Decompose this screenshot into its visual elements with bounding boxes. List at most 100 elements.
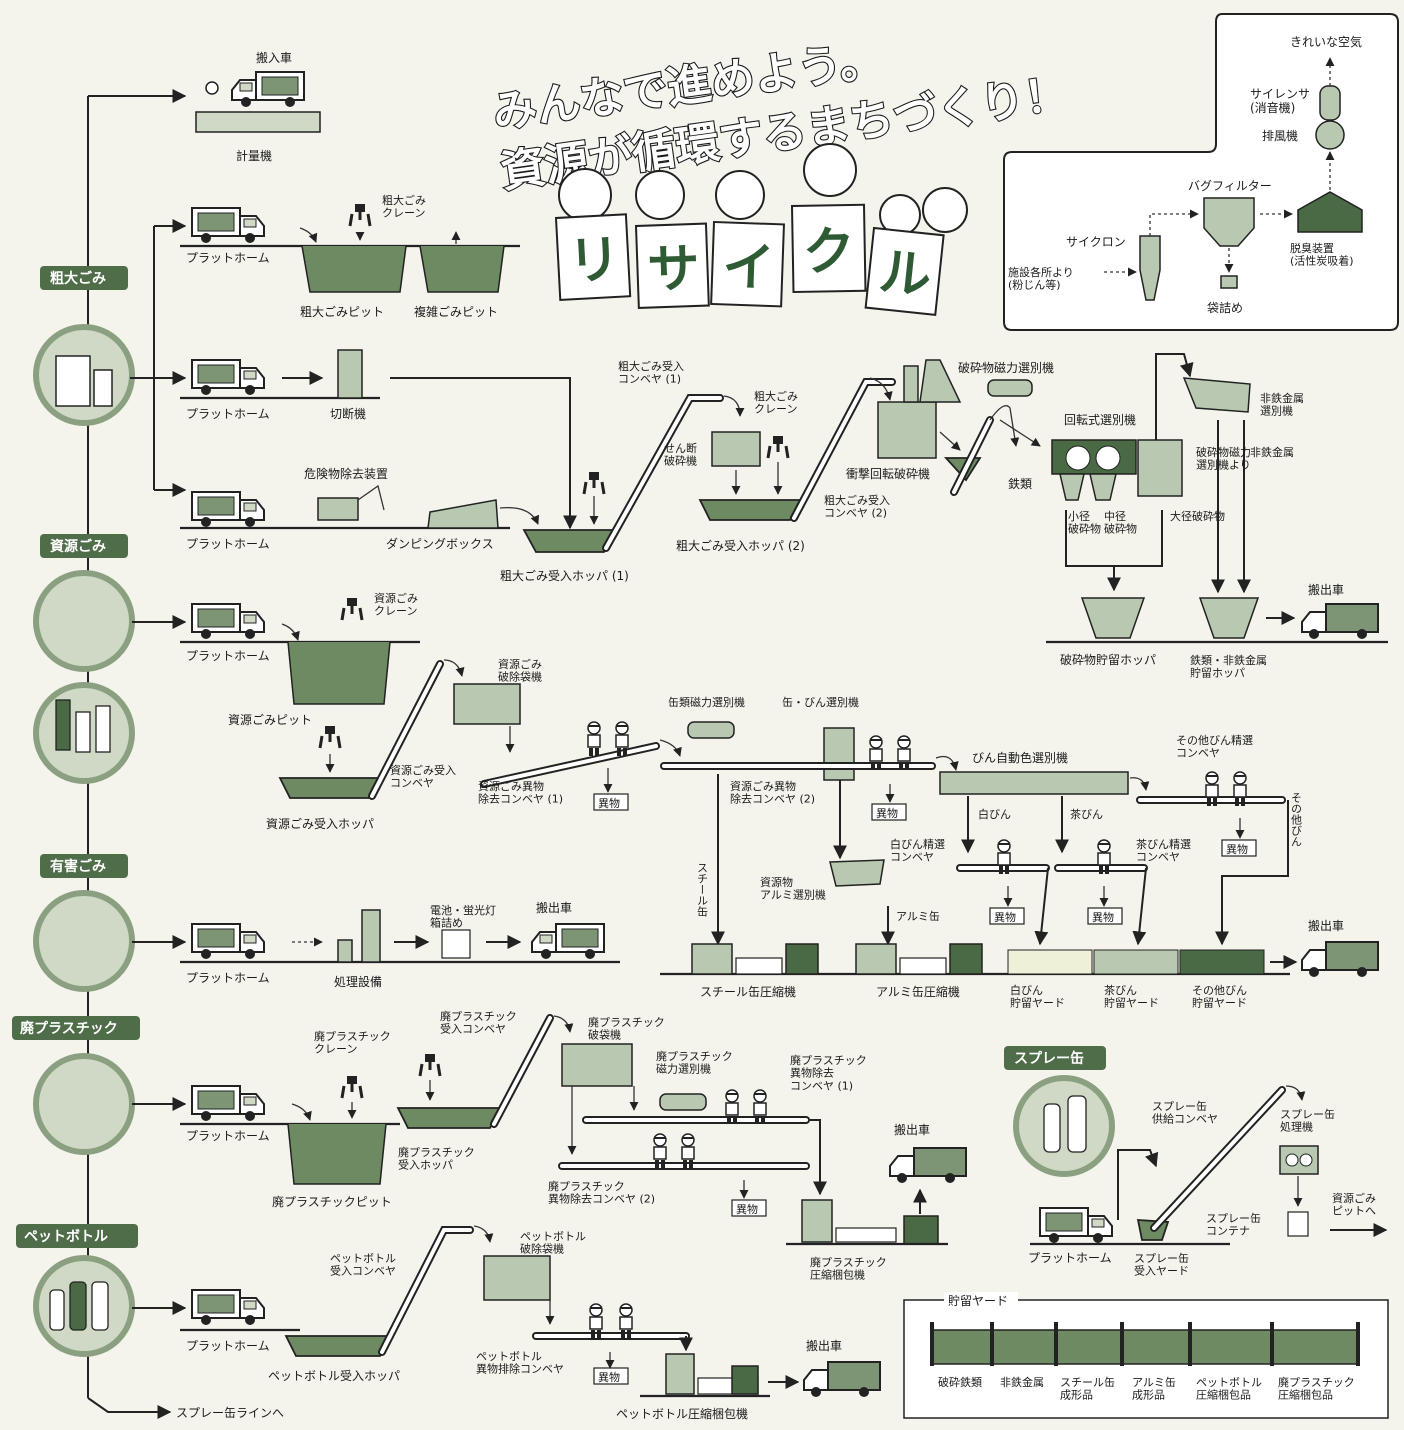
bottle-color-sep-icon	[939, 771, 1129, 795]
brown-bottle-label: 茶びん	[1070, 808, 1103, 821]
cyclone-label: サイクロン	[1066, 235, 1126, 249]
other-yard-icon	[1179, 949, 1265, 975]
banner-char-ku: ク	[802, 222, 855, 283]
bulky-conveyor-2-label: 粗大ごみ受入コンベヤ (2)	[824, 493, 890, 520]
to-spray-line-label: スプレー缶ラインへ	[176, 1406, 284, 1420]
platform-label-bulky-2: プラットホーム	[186, 407, 270, 421]
plastic-pit	[287, 1123, 387, 1185]
steel-can-label: スチール缶	[696, 862, 709, 917]
plastic-hopper	[396, 1107, 502, 1129]
dumping-box-icon	[427, 499, 499, 529]
pet-hopper-label: ペットボトル受入ホッパ	[268, 1369, 400, 1383]
plastic-containers-icon	[33, 1053, 135, 1155]
white-yard-icon	[1007, 949, 1093, 975]
can-magnetic-label: 缶類磁力選別機	[668, 695, 745, 709]
hazard-facility-label: 処理設備	[334, 974, 382, 989]
svg-text:粗大ごみ: 粗大ごみ	[50, 270, 106, 287]
white-yard-label: 白びん貯留ヤード	[1010, 983, 1065, 1010]
category-tag-hazardous: 有害ごみ	[40, 854, 128, 878]
medium-crushed-label: 中径破砕物	[1104, 510, 1137, 536]
resource-hopper-label: 資源ごみ受入ホッパ	[266, 816, 374, 831]
plastic-bag-breaker-icon	[561, 1043, 633, 1087]
brown-yard-label: 茶びん貯留ヤード	[1104, 984, 1159, 1010]
plastic-press-label: 廃プラスチック圧縮梱包機	[810, 1255, 887, 1282]
spray-container-label: スプレー缶コンテナ	[1206, 1211, 1261, 1238]
storage-item-alu: アルミ缶成形品	[1132, 1375, 1176, 1402]
white-foreign-box: 異物	[994, 910, 1016, 924]
brown-yard-icon	[1093, 949, 1179, 975]
storage-yard-title: 貯留ヤード	[948, 1294, 1008, 1308]
platform-label-resource: プラットホーム	[186, 649, 270, 663]
bulky-crane-label: 粗大ごみクレーン	[382, 193, 426, 220]
scale-label: 計量機	[236, 148, 272, 163]
boxing-icon	[441, 929, 471, 959]
hazard-removal-machine	[317, 497, 359, 521]
brown-foreign-box: 異物	[1092, 910, 1114, 924]
storage-item-pet: ペットボトル圧縮梱包品	[1196, 1376, 1262, 1402]
resource-crane-label: 資源ごみクレーン	[374, 591, 418, 618]
fan-icon	[1315, 120, 1345, 150]
rotary-separator-icon	[1051, 439, 1137, 475]
resource-bag-breaker-label: 資源ごみ破除袋機	[498, 657, 542, 684]
silencer-label: サイレンサ(消音機)	[1250, 87, 1310, 115]
pet-bag-breaker-icon	[483, 1255, 551, 1301]
bulky-hopper-2	[698, 499, 802, 521]
platform-label-bulky-1: プラットホーム	[186, 251, 270, 265]
plastic-pit-label: 廃プラスチックピット	[272, 1194, 392, 1209]
category-tag-plastic: 廃プラスチック	[12, 1016, 140, 1040]
banner-char-ru: ル	[876, 242, 934, 307]
platform-label-bulky-3: プラットホーム	[186, 537, 270, 551]
white-conv-label: 白びん精選コンベヤ	[890, 837, 945, 864]
storage-item-nonferrous: 非鉄金属	[1000, 1375, 1044, 1389]
characters-illustration	[558, 143, 968, 236]
platform-label-spray: プラットホーム	[1028, 1251, 1112, 1265]
cutter-label: 切断機	[330, 406, 366, 421]
resource-conveyor-label: 資源ごみ受入コンベヤ	[390, 763, 456, 790]
category-tag-spray: スプレー缶	[1004, 1046, 1106, 1070]
fan-label: 排風機	[1262, 128, 1298, 143]
other-yard-label: その他びん貯留ヤード	[1192, 984, 1247, 1010]
plastic-hopper-label: 廃プラスチック受入ホッパ	[398, 1145, 475, 1172]
category-tag-bulky: 粗大ごみ	[40, 266, 128, 290]
crushed-hopper-icon	[1080, 597, 1146, 639]
plastic-crane-label: 廃プラスチッククレーン	[314, 1029, 391, 1056]
metal-hopper-label: 鉄類・非鉄金属貯留ホッパ	[1190, 653, 1267, 680]
can-bottle-sep-label: 缶・びん選別機	[782, 695, 859, 709]
bulky-conveyor-1-label: 粗大ごみ受入コンベヤ (1)	[618, 359, 684, 386]
bulky-hopper-2-label: 粗大ごみ受入ホッパ (2)	[676, 538, 805, 553]
spray-can-line: スプレー缶 スプレー缶供給コンベヤ プラットホーム スプレー缶受入ヤード スプレ…	[1004, 1046, 1388, 1278]
spray-yard-label: スプレー缶受入ヤード	[1134, 1251, 1189, 1278]
plastic-conveyor-label: 廃プラスチック受入コンベヤ	[440, 1009, 517, 1036]
impact-crusher-icon	[877, 401, 937, 459]
svg-text:資源ごみ: 資源ごみ	[50, 538, 106, 555]
can-bottle-sep-icon	[823, 727, 855, 781]
svg-text:ペットボトル: ペットボトル	[24, 1229, 108, 1245]
platform-label-hazard: プラットホーム	[186, 971, 270, 985]
alu-press-icon	[855, 943, 897, 975]
large-crushed-label: 大径破砕物	[1170, 509, 1225, 523]
carry-in-truck-label: 搬入車	[256, 50, 292, 65]
pet-foreign-box: 異物	[598, 1370, 620, 1384]
bulky-pit-label: 粗大ごみピット	[300, 304, 384, 319]
batteries-lamps-icon	[33, 890, 135, 992]
hazardous-waste-line: プラットホーム 処理設備 電池・蛍光灯箱詰め 搬出車	[132, 900, 620, 989]
plastic-truck-out-label: 搬出車	[894, 1122, 930, 1137]
storage-item-steel: スチール缶成形品	[1060, 1375, 1115, 1402]
steel-press-icon	[691, 943, 733, 975]
pet-conveyor-label: ペットボトル受入コンベヤ	[330, 1252, 396, 1278]
plastic-press-icon	[801, 1199, 833, 1243]
shear-crusher-icon	[711, 431, 761, 467]
crushed-hopper-label: 破砕物貯留ホッパ	[1060, 652, 1156, 667]
resource-foreign-2-box: 異物	[876, 806, 898, 820]
resource-foreign-1-box: 異物	[598, 796, 620, 810]
dumping-box-label: ダンピングボックス	[386, 536, 494, 551]
spray-feed-conv-label: スプレー缶供給コンベヤ	[1152, 1099, 1218, 1126]
banner-char-i: イ	[721, 237, 775, 299]
bulky-hopper-1-label: 粗大ごみ受入ホッパ (1)	[500, 568, 629, 583]
hazard-facility-icon	[361, 909, 381, 963]
platform-label-pet: プラットホーム	[186, 1339, 270, 1353]
cyclone-icon	[1139, 235, 1161, 301]
plastic-foreign-box: 異物	[736, 1202, 758, 1216]
boxing-label: 電池・蛍光灯箱詰め	[430, 903, 496, 930]
